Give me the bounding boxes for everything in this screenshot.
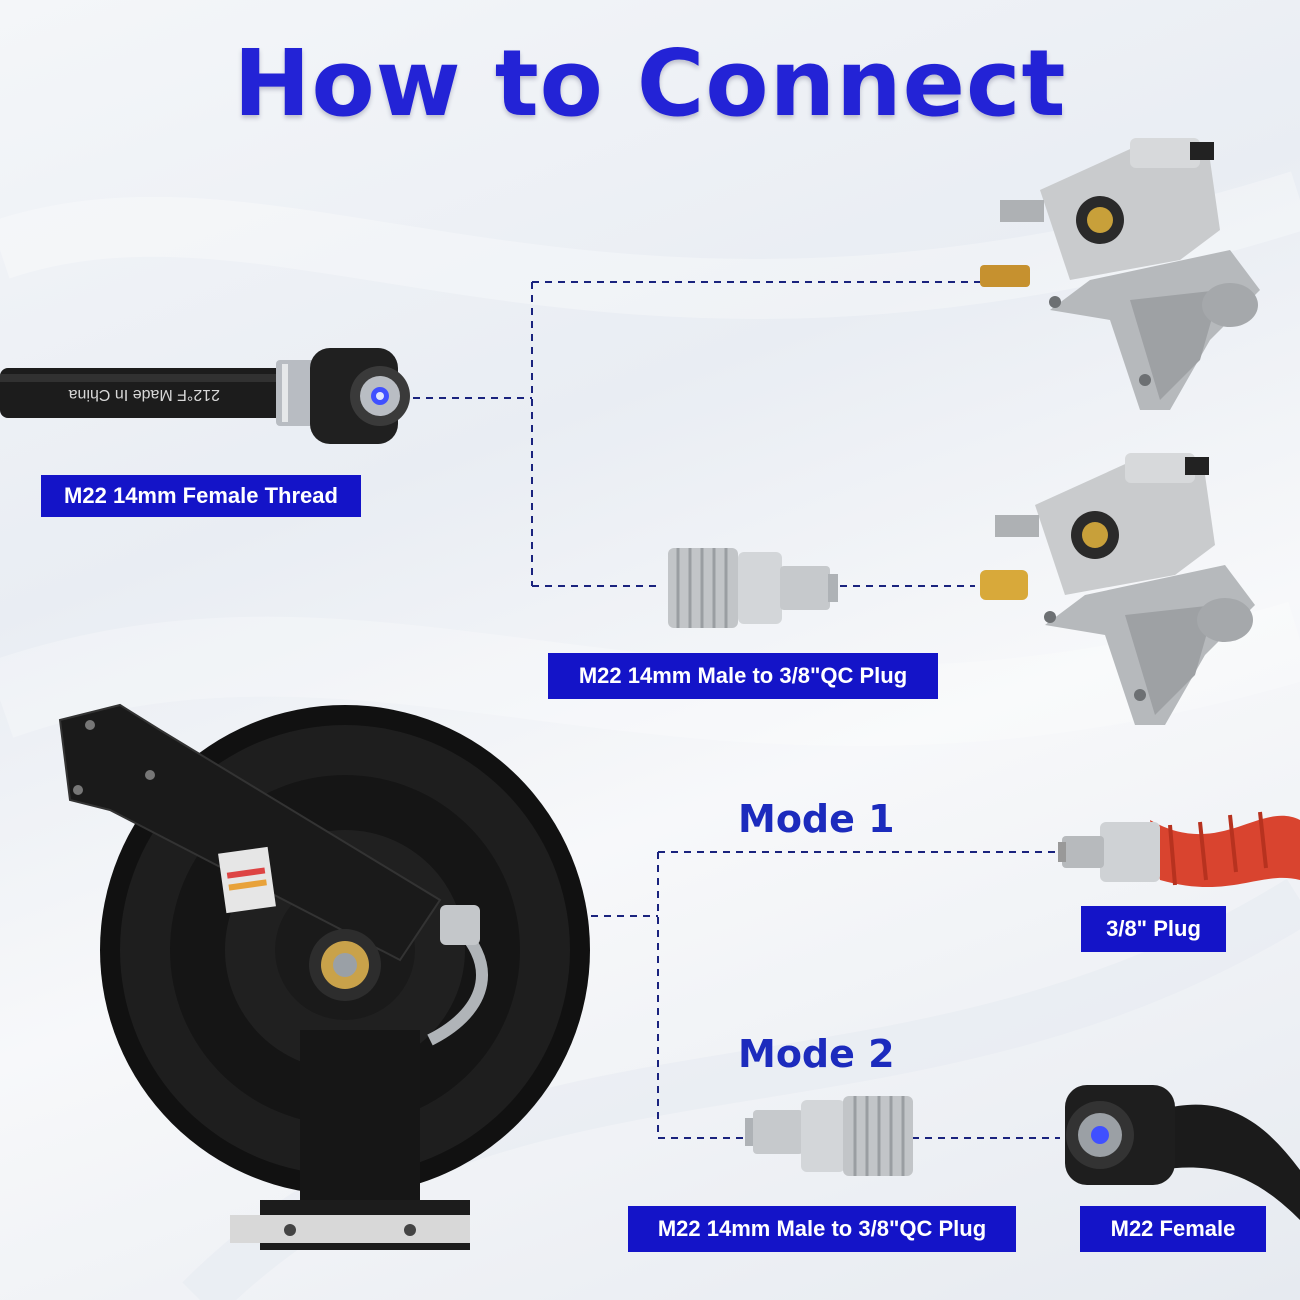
page-title: How to Connect (233, 30, 1067, 137)
label-female-thread: M22 14mm Female Thread (41, 475, 361, 517)
qc-adapter-icon (668, 548, 838, 628)
label-adapter-bottom: M22 14mm Male to 3/8"QC Plug (628, 1206, 1016, 1252)
hose-print-text: 212°F Made In China (69, 386, 220, 403)
pressure-washer-pump-icon (980, 453, 1255, 725)
hose-end-icon (0, 348, 410, 444)
m22-female-hose-icon (1065, 1085, 1300, 1220)
mode-2-heading: Mode 2 (738, 1032, 895, 1076)
label-plug: 3/8" Plug (1081, 906, 1226, 952)
qc-adapter-icon (745, 1096, 913, 1176)
pressure-washer-pump-icon (980, 138, 1260, 410)
hose-reel-icon (58, 703, 590, 1250)
label-female: M22 Female (1080, 1206, 1266, 1252)
label-adapter-top: M22 14mm Male to 3/8"QC Plug (548, 653, 938, 699)
mode-1-heading: Mode 1 (738, 797, 895, 841)
red-hose-plug-icon (1058, 811, 1300, 888)
